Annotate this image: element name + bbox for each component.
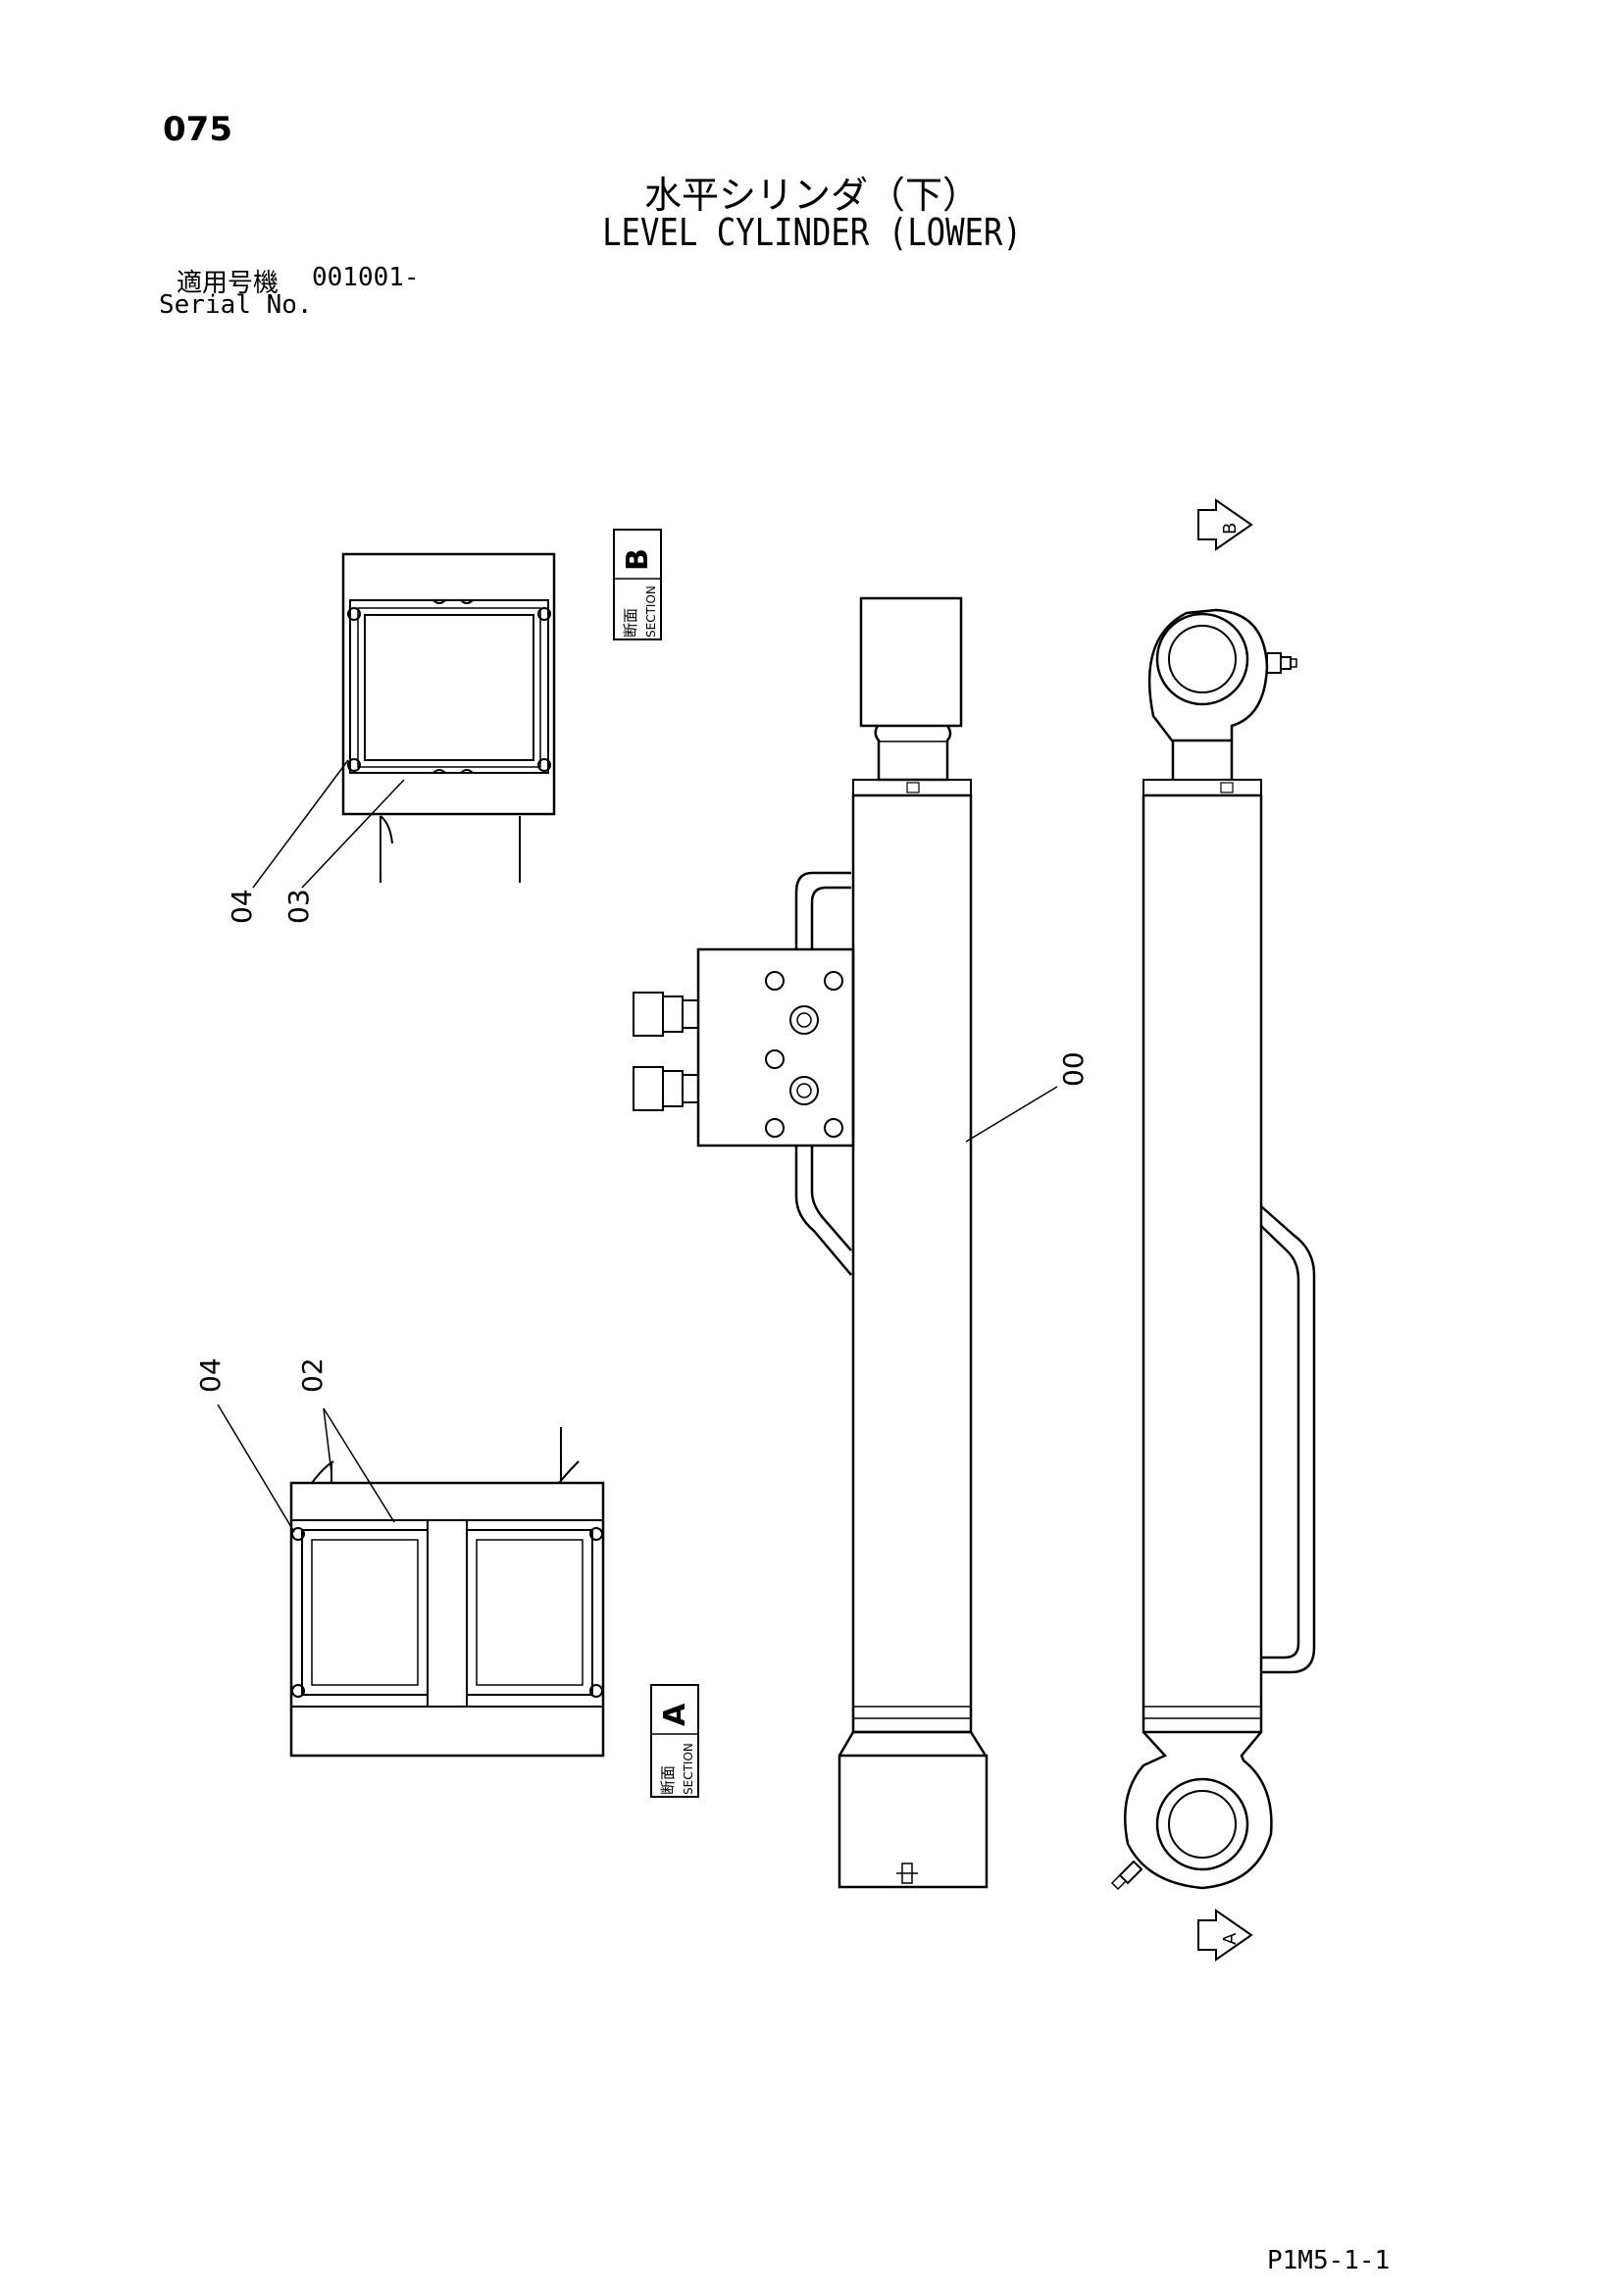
serial-label-japanese: 適用号機 [177,269,279,298]
section-a-letter: A [658,1703,692,1726]
view-marker-top-letter: B [1220,523,1241,535]
callout-section-b-03: 03 [282,889,315,924]
view-marker-bottom-letter: A [1220,1932,1241,1945]
page-number: 075 [163,110,232,149]
title-japanese: 水平シリンダ（下） [643,174,980,217]
serial-label-english: Serial No. [159,290,313,320]
section-b-jp: 断面 [622,608,639,638]
section-a-jp: 断面 [659,1765,677,1795]
footer-code: P1M5-1-1 [1267,2246,1391,2275]
callout-section-a-02: 02 [296,1357,329,1393]
section-a-detail [217,1403,605,1758]
callout-section-b-04: 04 [226,889,258,924]
section-b-label: B 断面 SECTION [613,529,662,640]
section-b-en: SECTION [644,586,658,638]
cylinder-side-view [1110,608,1316,1891]
serial-number-value: 001001- [312,263,420,292]
title-english: LEVEL CYLINDER (LOWER) [602,211,1022,254]
view-marker-top: B [1197,498,1253,551]
section-b-detail [252,552,556,889]
callout-cylinder-00: 00 [1057,1051,1090,1087]
section-b-letter: B [621,548,655,571]
section-a-en: SECTION [682,1743,695,1795]
cylinder-front-view [633,596,1058,1889]
view-marker-bottom: A [1197,1909,1253,1962]
section-a-label: A 断面 SECTION [650,1684,699,1798]
callout-section-a-04: 04 [194,1357,227,1393]
